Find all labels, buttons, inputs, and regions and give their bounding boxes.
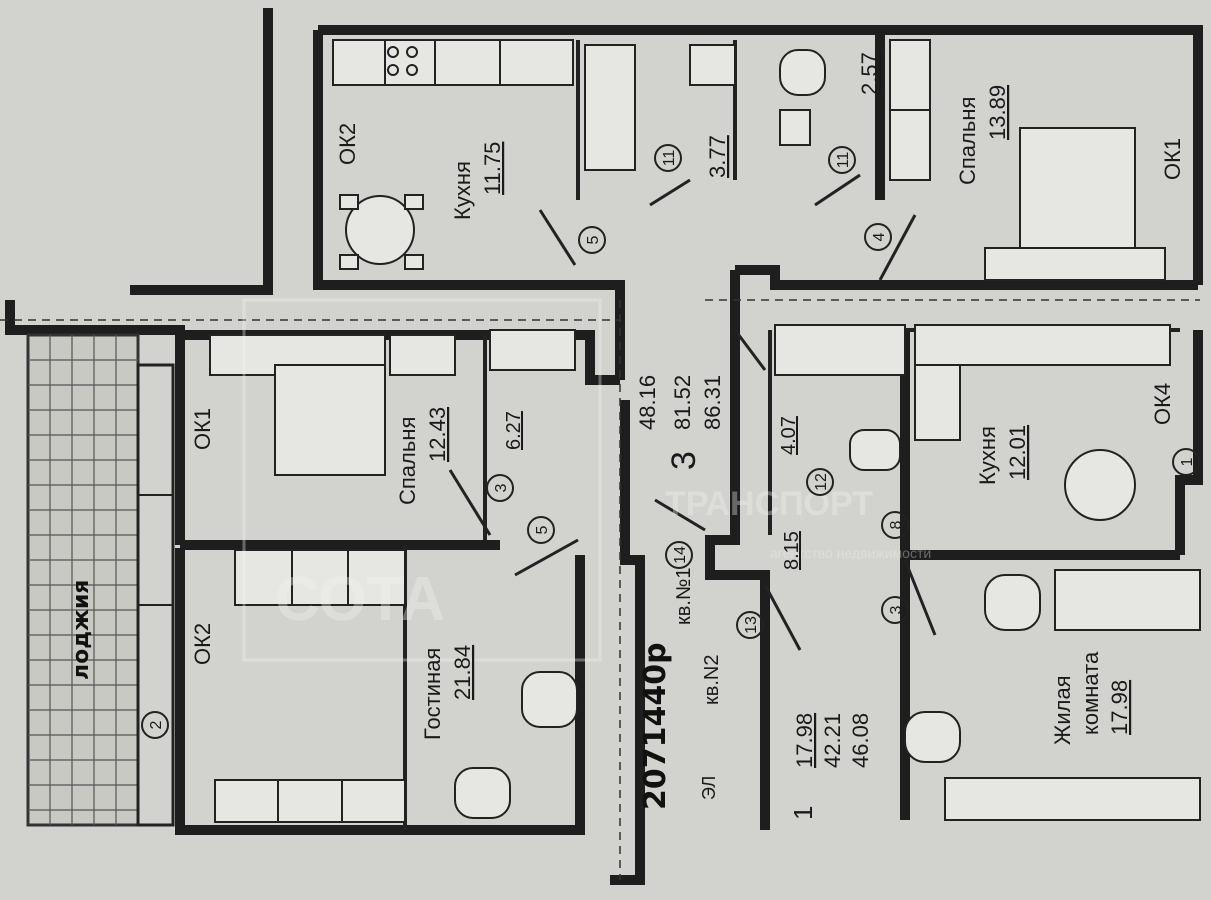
num-hall-b: 5 xyxy=(534,525,551,534)
num-bedroom-b: 3 xyxy=(493,483,510,492)
num-bath-c: 12 xyxy=(813,473,830,491)
num-wc-a: 11 xyxy=(835,152,852,169)
ok1-b: ОК1 xyxy=(190,408,215,450)
num-living-c: 3 xyxy=(888,605,905,614)
kitchen-a-area: 11.75 xyxy=(480,142,505,195)
bedroom-a-furniture xyxy=(889,39,1166,281)
door-swings xyxy=(448,173,937,651)
kitchen-a-name: Кухня xyxy=(450,161,475,220)
living-c-name: Жилая xyxy=(1050,675,1075,745)
watermark-transport: ТРАНСПОРТ xyxy=(665,485,873,523)
living-b-furniture xyxy=(214,549,578,823)
hall-c-area: 8.15 xyxy=(781,531,803,570)
kitchen-a-furniture xyxy=(332,39,574,270)
num-bedroom-a: 4 xyxy=(871,232,888,241)
num-kitchen-a: 5 xyxy=(585,235,602,244)
apt3-total: 81.52 xyxy=(670,375,695,430)
ok4: ОК4 xyxy=(1150,383,1175,425)
living-c-area: 17.98 xyxy=(1107,680,1132,735)
apt1-total: 42.21 xyxy=(820,713,845,768)
apt3-total2: 86.31 xyxy=(700,375,725,430)
dashed-lines xyxy=(0,299,1200,880)
living-c-name2: комната xyxy=(1078,651,1103,735)
bedroom-a-area: 13.89 xyxy=(985,85,1010,140)
ok2-a: ОК2 xyxy=(335,123,360,165)
bedroom-b-furniture xyxy=(209,329,576,476)
handwritten-balcony: лоджия xyxy=(69,580,94,680)
apt1-label: кв.N2 xyxy=(701,655,723,706)
loggia xyxy=(26,333,175,827)
kitchen-c-area: 12.01 xyxy=(1005,425,1030,480)
ok1-a: ОК1 xyxy=(1160,138,1185,180)
num-bath-a: 11 xyxy=(661,150,678,167)
num-hall-c: 8 xyxy=(888,520,905,529)
bath-c-area: 4.07 xyxy=(778,416,800,455)
apt1-rooms: 1 xyxy=(788,806,818,820)
num-corridor-a: 14 xyxy=(672,546,689,564)
watermark-sota: СОТА xyxy=(275,565,445,634)
apt1-summary: 1 17.98 42.21 46.08 кв.N2 xyxy=(701,655,873,821)
room-labels: Кухня 11.75 3.77 2.57 Спальня 13.89 ОК1 … xyxy=(190,52,1185,800)
bedroom-a-name: Спальня xyxy=(955,97,980,185)
apt1-living: 17.98 xyxy=(792,713,817,768)
handwritten-price: 2071440р xyxy=(638,642,673,810)
num-kitchen-c: 1 xyxy=(1179,457,1196,466)
outer-walls xyxy=(5,8,1203,885)
living-b-name: Гостиная xyxy=(420,648,445,740)
num-balcony: 2 xyxy=(148,720,165,729)
room-number-circles xyxy=(141,144,1200,739)
el-label: ЭЛ xyxy=(699,776,719,800)
living-b-area: 21.84 xyxy=(450,645,475,700)
apt3-label: кв.№1 xyxy=(673,567,695,625)
closet-b-area: 6.27 xyxy=(503,411,525,450)
apt3-living: 48.16 xyxy=(635,375,660,430)
bath-a-furniture xyxy=(584,44,826,171)
ok2-b: ОК2 xyxy=(190,623,215,665)
bath-a-area: 3.77 xyxy=(705,135,730,178)
apt3-rooms: 3 xyxy=(665,451,703,470)
bedroom-b-name: Спальня xyxy=(395,417,420,505)
num-corridor-b: 13 xyxy=(743,616,760,634)
bedroom-b-area: 12.43 xyxy=(425,407,450,462)
kitchen-c-name: Кухня xyxy=(975,426,1000,485)
room-numbers: 5 11 11 4 3 5 2 12 1 8 14 13 3 xyxy=(148,150,1196,730)
apt3-summary: 3 48.16 81.52 86.31 кв.№1 xyxy=(635,375,725,625)
apt1-total2: 46.08 xyxy=(848,713,873,768)
right-unit-furniture xyxy=(774,324,1201,821)
watermark: СОТА ТРАНСПОРТ агентство недвижимости xyxy=(242,298,931,662)
wc-a-area: 2.57 xyxy=(857,52,882,95)
watermark-agency: агентство недвижимости xyxy=(770,545,931,561)
